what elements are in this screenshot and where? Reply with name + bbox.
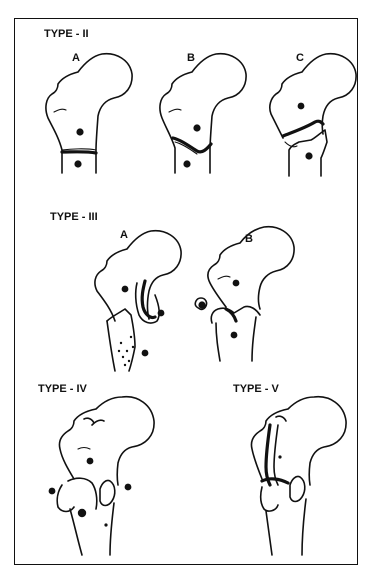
type-ii-b-femur-drawing: [155, 50, 250, 180]
fragment-marker-dot: [233, 280, 240, 287]
fragment-marker-dot: [193, 124, 200, 131]
fragment-marker-dot: [74, 160, 81, 167]
fragment-marker-dot: [125, 484, 132, 491]
type-iii-b-femur-drawing: [190, 225, 300, 365]
fragment-marker-dot: [49, 488, 56, 495]
fragment-marker-dot: [122, 286, 129, 293]
type-ii-c-femur-drawing: [265, 50, 360, 185]
type-iii-a-femur-drawing: [85, 225, 195, 375]
fragment-marker-dot: [78, 509, 86, 517]
fragment-marker-dot: [298, 103, 305, 110]
fragment-marker-dot: [158, 310, 165, 317]
type-iii-label: TYPE - III: [50, 211, 98, 223]
type-ii-a-femur-drawing: [40, 50, 135, 180]
fragment-marker-dot: [87, 458, 94, 465]
fragment-marker-dot: [142, 350, 149, 357]
fragment-marker-dot: [76, 128, 83, 135]
type-iv-label: TYPE - IV: [38, 383, 87, 395]
type-ii-label: TYPE - II: [44, 28, 89, 40]
type-v-label: TYPE - V: [233, 383, 279, 395]
fragment-marker-dot: [231, 332, 238, 339]
fragment-marker-dot: [305, 152, 312, 159]
fragment-marker-dot: [183, 160, 190, 167]
type-iv-femur-drawing: [40, 395, 170, 560]
type-v-femur-drawing: [240, 395, 360, 560]
